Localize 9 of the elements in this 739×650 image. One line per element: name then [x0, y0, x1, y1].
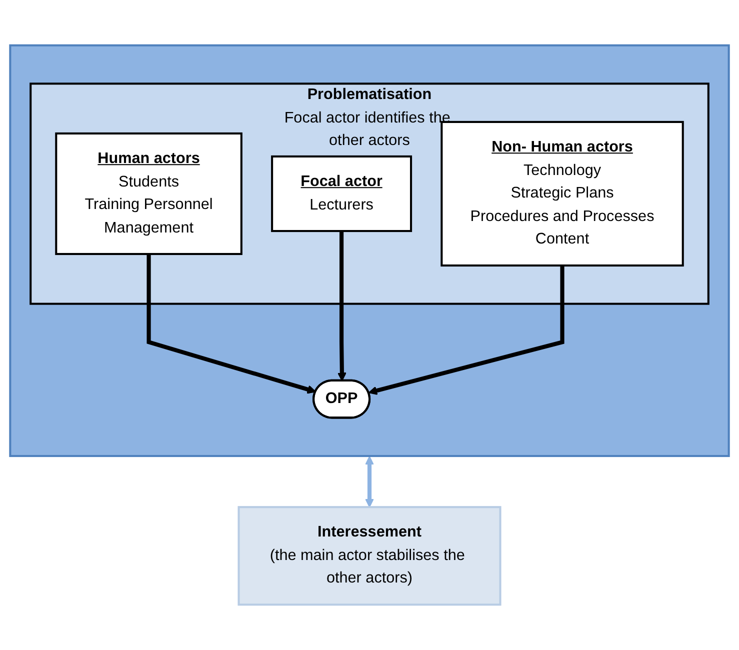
node-box: Non- Human actors Technology Strategic Plans Procedures and Processes Content — [440, 120, 684, 267]
arrow — [368, 266, 564, 395]
arrow — [365, 456, 374, 508]
node-box: Human actors Students Training Personnel Management — [55, 132, 242, 256]
arrow — [146, 254, 316, 394]
cluster — [9, 44, 730, 458]
node-box: Interessement (the main actor stabilises the other actors) — [238, 506, 502, 606]
arrow — [337, 231, 346, 382]
node-box: Focal actor Lecturers — [271, 155, 412, 232]
